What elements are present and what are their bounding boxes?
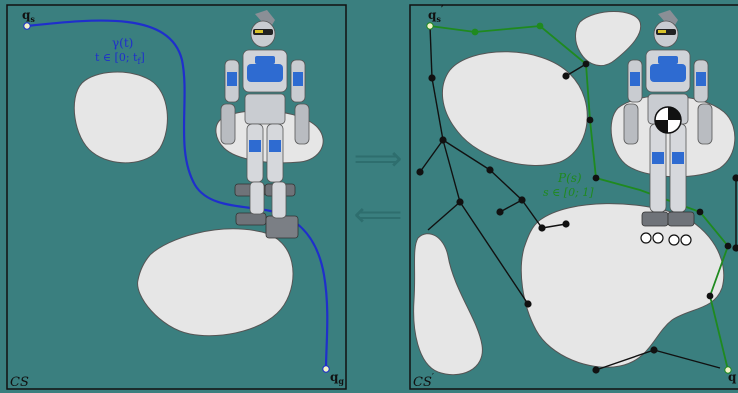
left-panel: qs qg γ(t) t ∈ [0; tf] CS <box>6 4 347 390</box>
curve-label-gamma: γ(t) <box>112 36 133 50</box>
foot-contacts <box>640 232 692 246</box>
center-of-mass-icon <box>654 106 682 134</box>
right-start-label: qs′ <box>428 5 444 24</box>
roadmap-edges <box>419 25 737 371</box>
left-start-label: qs <box>22 8 35 24</box>
right-start-point <box>426 22 434 30</box>
right-space-label: CS′ <box>413 373 434 390</box>
path-label-interval: s ∈ [0; 1] <box>543 186 594 199</box>
left-space-label: CS <box>10 375 29 390</box>
curve-label-interval: t ∈ [0; tf] <box>95 51 145 66</box>
left-obstacle-1 <box>73 71 168 164</box>
robot-feet-left <box>235 181 299 239</box>
humanoid-robot-icon <box>220 10 310 197</box>
right-obstacle-left <box>413 233 483 376</box>
path-nodes <box>471 22 732 300</box>
backward-arrow: ⟸ <box>354 195 403 235</box>
left-start-point <box>23 22 31 30</box>
left-obstacle-2 <box>137 228 294 337</box>
blue-trajectory <box>26 19 329 370</box>
left-goal-label: qg <box>330 370 344 386</box>
right-obstacle-oval <box>441 51 588 166</box>
right-panel: qs′ q P(s) s ∈ [0; 1] CS′ <box>409 4 738 390</box>
right-goal-label: q <box>728 370 737 384</box>
forward-arrow: ⟹ <box>354 139 403 179</box>
right-goal-point <box>724 366 732 374</box>
transform-arrows: ⟹ ⟸ <box>354 139 403 235</box>
left-goal-point <box>322 365 330 373</box>
roadmap-nodes <box>416 72 738 374</box>
path-label-p: P(s) <box>557 171 582 185</box>
right-obstacle-top <box>575 11 642 67</box>
